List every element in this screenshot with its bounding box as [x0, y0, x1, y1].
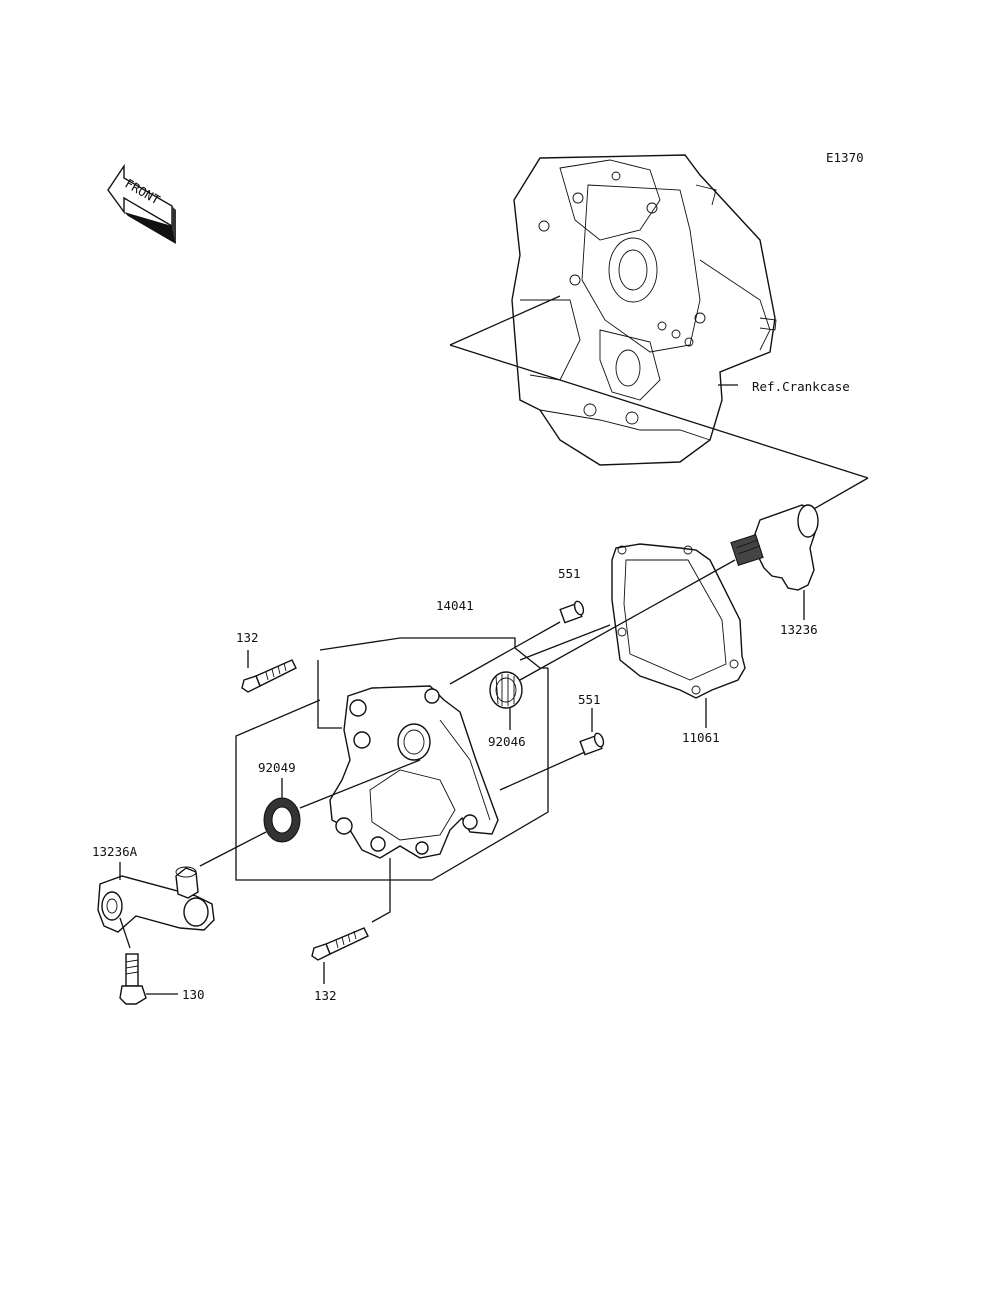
part-label-551-top: 551 [558, 566, 581, 581]
part-label-551-mid: 551 [578, 692, 601, 707]
axis-line [299, 759, 421, 809]
crankcase-drawing [511, 154, 777, 466]
axis-line [119, 917, 131, 949]
part-label-13236: 13236 [780, 622, 818, 637]
bracket-line [514, 647, 548, 669]
bracket-line [319, 637, 516, 651]
ref-crankcase-label: Ref.Crankcase [752, 379, 850, 394]
bracket-line [235, 668, 549, 881]
ref-plane-line [811, 477, 869, 511]
part-label-132-bottom: 132 [314, 988, 337, 1003]
part-label-132-top: 132 [236, 630, 259, 645]
axis-line [449, 621, 561, 685]
shift-lever-13236A [97, 866, 215, 933]
axis-line [371, 858, 391, 923]
cover-14041 [329, 685, 499, 859]
part-label-13236A: 13236A [92, 844, 138, 859]
bolt-132-bottom [311, 927, 369, 961]
dowel-pin-551-mid [579, 732, 605, 756]
axis-line [499, 751, 586, 791]
axis-line [519, 559, 736, 681]
oil-seal-92049 [263, 797, 301, 843]
front-arrow-icon: FRONT [107, 163, 176, 244]
axis-line [199, 831, 267, 867]
ref-plane-line [449, 295, 561, 346]
bolt-132-top [241, 659, 297, 693]
axis-line [519, 624, 611, 661]
part-label-11061: 11061 [682, 730, 720, 745]
bolt-130 [119, 953, 147, 1005]
part-label-92046: 92046 [488, 734, 526, 749]
bracket-line [317, 660, 342, 729]
needle-bearing-92046 [489, 671, 523, 709]
dowel-pin-551-top [559, 600, 585, 624]
ref-plane-line [449, 344, 869, 479]
gasket-11061 [611, 543, 746, 699]
shift-shaft-13236 [730, 504, 819, 591]
part-label-14041: 14041 [436, 598, 474, 613]
part-label-130: 130 [182, 987, 205, 1002]
diagram-code: E1370 [826, 150, 864, 165]
part-label-92049: 92049 [258, 760, 296, 775]
